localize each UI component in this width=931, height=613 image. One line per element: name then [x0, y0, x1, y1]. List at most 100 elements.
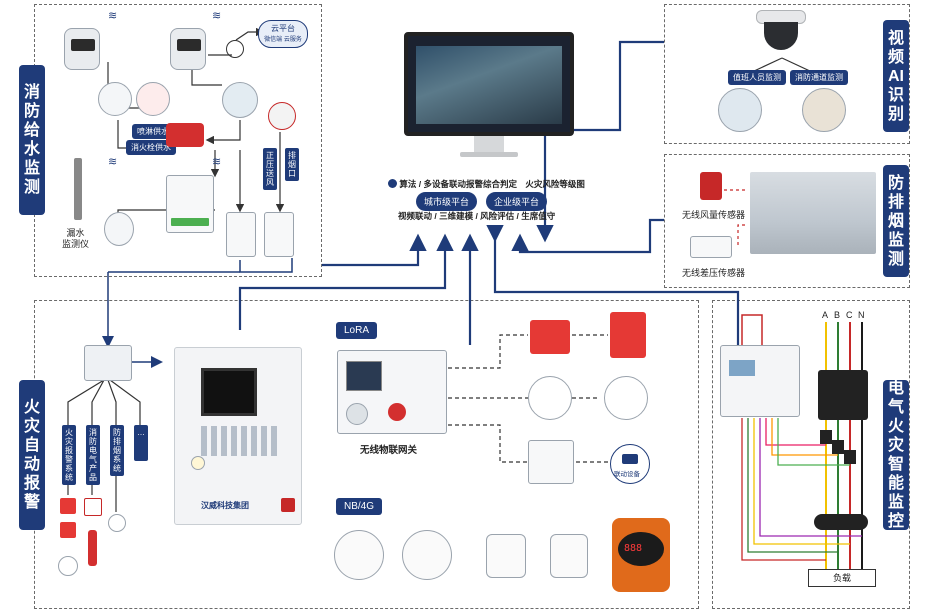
lora-tag: LoRA — [336, 322, 378, 339]
water-controller-box — [166, 175, 214, 233]
cloud-sub-wechat: 微信端 — [264, 37, 283, 43]
fire-pump-icon — [166, 123, 204, 147]
linkage-module — [528, 440, 574, 484]
section-label-smoke: 防排烟监测 — [883, 165, 909, 277]
smoke-detector-small — [108, 514, 126, 532]
pressure-sensor-label: 无线差压传感器 — [682, 268, 746, 278]
cabinet-screen — [201, 368, 257, 416]
phase-A: A — [822, 310, 829, 320]
air-volume-sensor-label: 无线风量传感器 — [682, 210, 746, 220]
city-platform-button[interactable]: 城市级平台 — [416, 192, 478, 211]
hydrant-button — [60, 522, 76, 538]
tag-sprinkler: 喷淋供水 — [132, 124, 174, 139]
wireless-smoke-detector-2 — [604, 376, 648, 420]
pipe-valve-image — [98, 82, 132, 116]
alarm-tag-4: … — [134, 425, 148, 461]
current-transformer-1 — [820, 430, 832, 444]
electrical-monitor-device — [720, 345, 800, 417]
cabinet-keypad — [201, 426, 281, 456]
brand-label: 汉威科技集团 — [201, 501, 249, 510]
algorithm-text: 算法 / 多设备联动报警综合判定 — [399, 179, 517, 189]
dome-camera — [756, 10, 806, 52]
panel-smoke-exhaust — [664, 154, 910, 288]
cloud-sub-service: 云服务 — [283, 37, 302, 43]
section-label-video: 视频AI识别 — [883, 20, 909, 132]
pressure-sensor — [690, 236, 732, 258]
alarm-tag-3: 防排烟系统 — [110, 425, 124, 476]
platform-features: 视频联动 / 三维建模 / 风险评估 / 生席值守 — [398, 211, 556, 221]
monitor-base — [460, 152, 518, 157]
monitor-stand — [474, 136, 504, 152]
tag-fire-passage-monitoring: 消防通道监测 — [790, 70, 848, 85]
nb-smoke-detector-1 — [334, 530, 384, 580]
probe-install-image — [104, 212, 134, 246]
linkage-device: 联动设备 — [610, 444, 650, 484]
fan-image — [268, 102, 296, 130]
current-transformer-3 — [844, 450, 856, 464]
leak-monitor-label: 漏水 监测仪 — [62, 228, 90, 249]
cabinet-badge — [281, 498, 295, 512]
current-transformer-2 — [832, 440, 844, 454]
detector-display: 888 — [624, 543, 643, 554]
fire-alarm-control-cabinet: 汉威科技集团 — [174, 347, 302, 525]
cabinet-indicator — [191, 456, 205, 470]
tag-hydrant: 消火栓供水 — [126, 140, 176, 155]
phase-C: C — [846, 310, 853, 320]
section-label-electric: 电气火灾智能监控 — [883, 380, 909, 530]
phase-N: N — [858, 310, 865, 320]
alarm-panel-small — [84, 345, 132, 381]
alarm-tag-1: 火灾报警系统 — [62, 425, 76, 485]
hydrant-box-image — [136, 82, 170, 116]
fire-extinguisher — [88, 530, 97, 566]
wifi-icon: ≋ — [212, 10, 222, 22]
water-sensor-terminal-2 — [170, 28, 206, 70]
wireless-gateway — [337, 350, 447, 434]
router-icon — [622, 454, 638, 464]
tag-duty-monitoring: 值班人员监测 — [728, 70, 786, 85]
nb-tag: NB/4G — [336, 498, 383, 515]
phase-B: B — [834, 310, 841, 320]
coil-icon — [226, 40, 244, 58]
cloud-platform-label: 云平台 — [271, 24, 295, 33]
water-sensor-terminal-1 — [64, 28, 100, 70]
cloud-platform: 云平台 微信端 云服务 — [258, 20, 308, 48]
wireless-smoke-detector-1 — [528, 376, 572, 420]
panel-video-ai — [664, 4, 910, 144]
sounder-device — [58, 556, 78, 576]
wifi-icon: ≋ — [108, 10, 118, 22]
duct-room-image — [750, 172, 876, 254]
linkage-label: 联动设备 — [614, 471, 640, 478]
algorithm-line: 算法 / 多设备联动报警综合判定 火灾风险等级图 — [388, 178, 585, 190]
explosion-proof-detector: 888 — [612, 518, 670, 592]
algorithm-icon — [388, 179, 397, 188]
section-label-fire-alarm: 火灾自动报警 — [19, 380, 45, 530]
air-volume-sensor — [700, 172, 722, 200]
water-tank-image — [222, 82, 258, 118]
manual-alarm-button — [60, 498, 76, 514]
wifi-icon: ≋ — [212, 156, 222, 168]
water-terminal-box-2 — [264, 212, 294, 257]
nb-gas-detector-2 — [550, 534, 588, 578]
risk-level-text: 火灾风险等级图 — [525, 179, 585, 189]
pressure-gauge-probe — [74, 158, 82, 220]
tag-smoke-outlet: 排烟口 — [285, 148, 299, 181]
residual-current-transformer — [814, 514, 868, 530]
passage-image — [802, 88, 846, 132]
nb-gas-detector-1 — [486, 534, 526, 578]
water-terminal-box-1 — [226, 212, 256, 257]
nb-smoke-detector-2 — [402, 530, 452, 580]
tag-positive-pressure: 正压送风 — [263, 148, 277, 190]
panel-electrical-fire — [712, 300, 910, 609]
section-label-water: 消防给水监测 — [19, 65, 45, 215]
alarm-tag-2: 消防电气产品 — [86, 425, 100, 485]
duty-room-image — [718, 88, 762, 132]
load-box: 负载 — [808, 569, 876, 587]
circuit-breaker — [818, 370, 868, 420]
wifi-icon: ≋ — [108, 156, 118, 168]
enterprise-platform-button[interactable]: 企业级平台 — [486, 192, 548, 211]
sound-light-alarm — [610, 312, 646, 358]
alarm-bell-device — [84, 498, 102, 516]
gateway-label: 无线物联网关 — [360, 445, 418, 456]
manual-call-point — [530, 320, 570, 354]
monitor-screen — [404, 32, 574, 136]
